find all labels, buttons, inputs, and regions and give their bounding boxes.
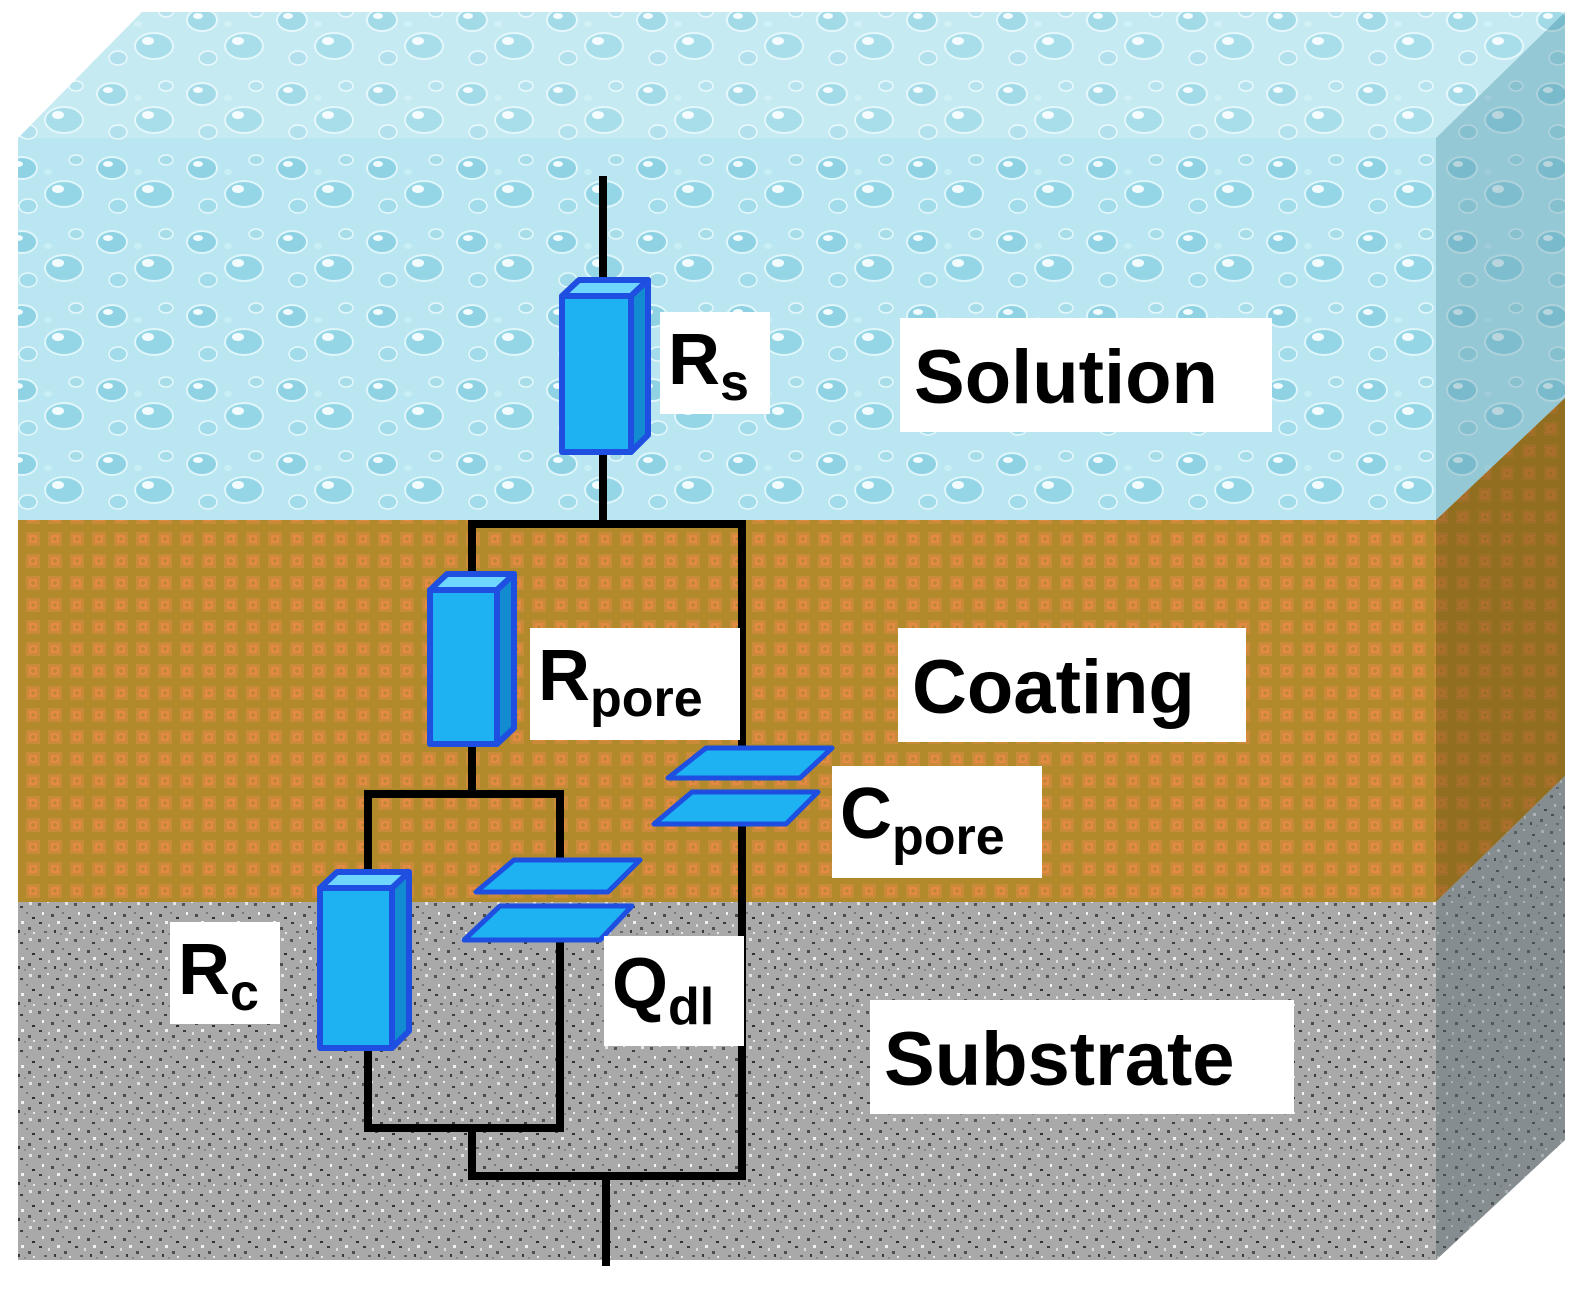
rpore-label-subscript: pore — [590, 670, 703, 728]
resistor-rs — [559, 277, 651, 455]
rs-label-subscript: s — [720, 354, 749, 412]
capacitor-cpore — [651, 745, 835, 827]
layer-solution — [18, 12, 1565, 520]
cpore-label-subscript: pore — [892, 808, 1005, 866]
capacitor-qdl — [461, 857, 643, 943]
cpore-label: Cpore — [832, 766, 1042, 878]
cpore-label-symbol: C — [840, 774, 892, 854]
rc-label-subscript: c — [230, 964, 259, 1022]
layer-coating — [18, 398, 1565, 902]
qdl-label-subscript: dl — [668, 978, 715, 1036]
rpore-label: Rpore — [530, 628, 740, 740]
rs-label: Rs — [660, 312, 770, 414]
rc-label: Rc — [170, 922, 280, 1024]
coating-label-text: Coating — [912, 645, 1195, 730]
resistor-rpore — [427, 571, 517, 747]
coating-label: Coating — [898, 628, 1246, 742]
solution-label-text: Solution — [914, 335, 1218, 420]
qdl-label-symbol: Q — [612, 944, 669, 1024]
substrate-label: Substrate — [870, 1000, 1294, 1114]
rs-label-symbol: R — [668, 320, 720, 400]
rpore-label-symbol: R — [538, 636, 590, 716]
rc-label-symbol: R — [178, 930, 230, 1010]
solution-label: Solution — [900, 318, 1272, 432]
substrate-label-text: Substrate — [884, 1017, 1235, 1102]
resistor-rc — [317, 869, 412, 1051]
qdl-label: Qdl — [604, 936, 744, 1046]
